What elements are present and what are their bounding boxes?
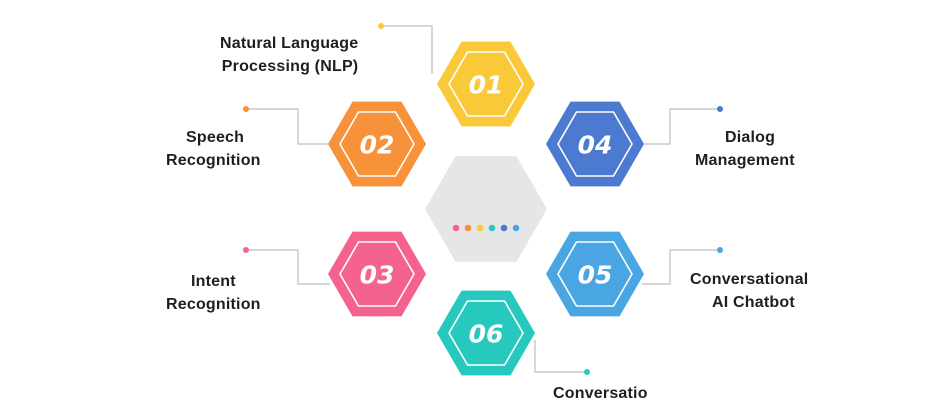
connector-line [642,249,718,285]
label-dialog-management: Dialog Management [695,129,795,169]
hexagon-number: 04 [578,131,613,160]
label-conversation-truncated: Conversatio [553,385,648,402]
connector-lines [243,23,723,375]
hexagon-number: 02 [360,131,395,160]
hexagon-05: 05 [546,231,644,317]
hexagon-inner-outline [339,111,415,177]
hexagon-inner-outline [339,241,415,307]
connector-line [248,108,330,145]
hexagon-number: 01 [469,71,504,100]
hexagon-inner-outline [557,241,633,307]
hexagon-number: 06 [469,320,504,349]
numbered-hexagons: 01 02 03 04 05 06 [328,41,644,376]
center-dot [500,224,508,232]
hexagon-number: 03 [360,261,395,290]
connector-dot [378,23,384,29]
hexagon-03: 03 [328,231,426,317]
connector-dot [584,369,590,375]
hexagon-04: 04 [546,101,644,187]
center-dot [488,224,496,232]
hexagon-inner-outline [448,300,524,366]
label-intent-recognition: Intent Recognition [166,273,261,313]
center-dot [452,224,460,232]
connector-dot [717,106,723,112]
hexagon-02: 02 [328,101,426,187]
label-conversational-ai-chatbot: Conversational AI Chatbot [690,271,809,311]
hexagon-inner-outline [557,111,633,177]
connector-line [383,25,433,74]
connector-dot [243,106,249,112]
connector-line [534,340,585,373]
center-dot [512,224,520,232]
label-speech-recognition: Speech Recognition [166,129,261,169]
hexagon-01: 01 [437,41,535,127]
center-dot [464,224,472,232]
label-natural-language-processing: Natural Language Processing (NLP) [220,35,359,75]
hexagon-inner-outline [448,51,524,117]
center-hexagon-group [425,156,547,262]
connector-dot [717,247,723,253]
connector-line [642,108,718,145]
hexagon-06: 06 [437,290,535,376]
connector-line [248,249,330,285]
center-hexagon [425,156,547,262]
connector-dot [243,247,249,253]
hexagon-number: 05 [578,261,613,290]
center-dot [476,224,484,232]
